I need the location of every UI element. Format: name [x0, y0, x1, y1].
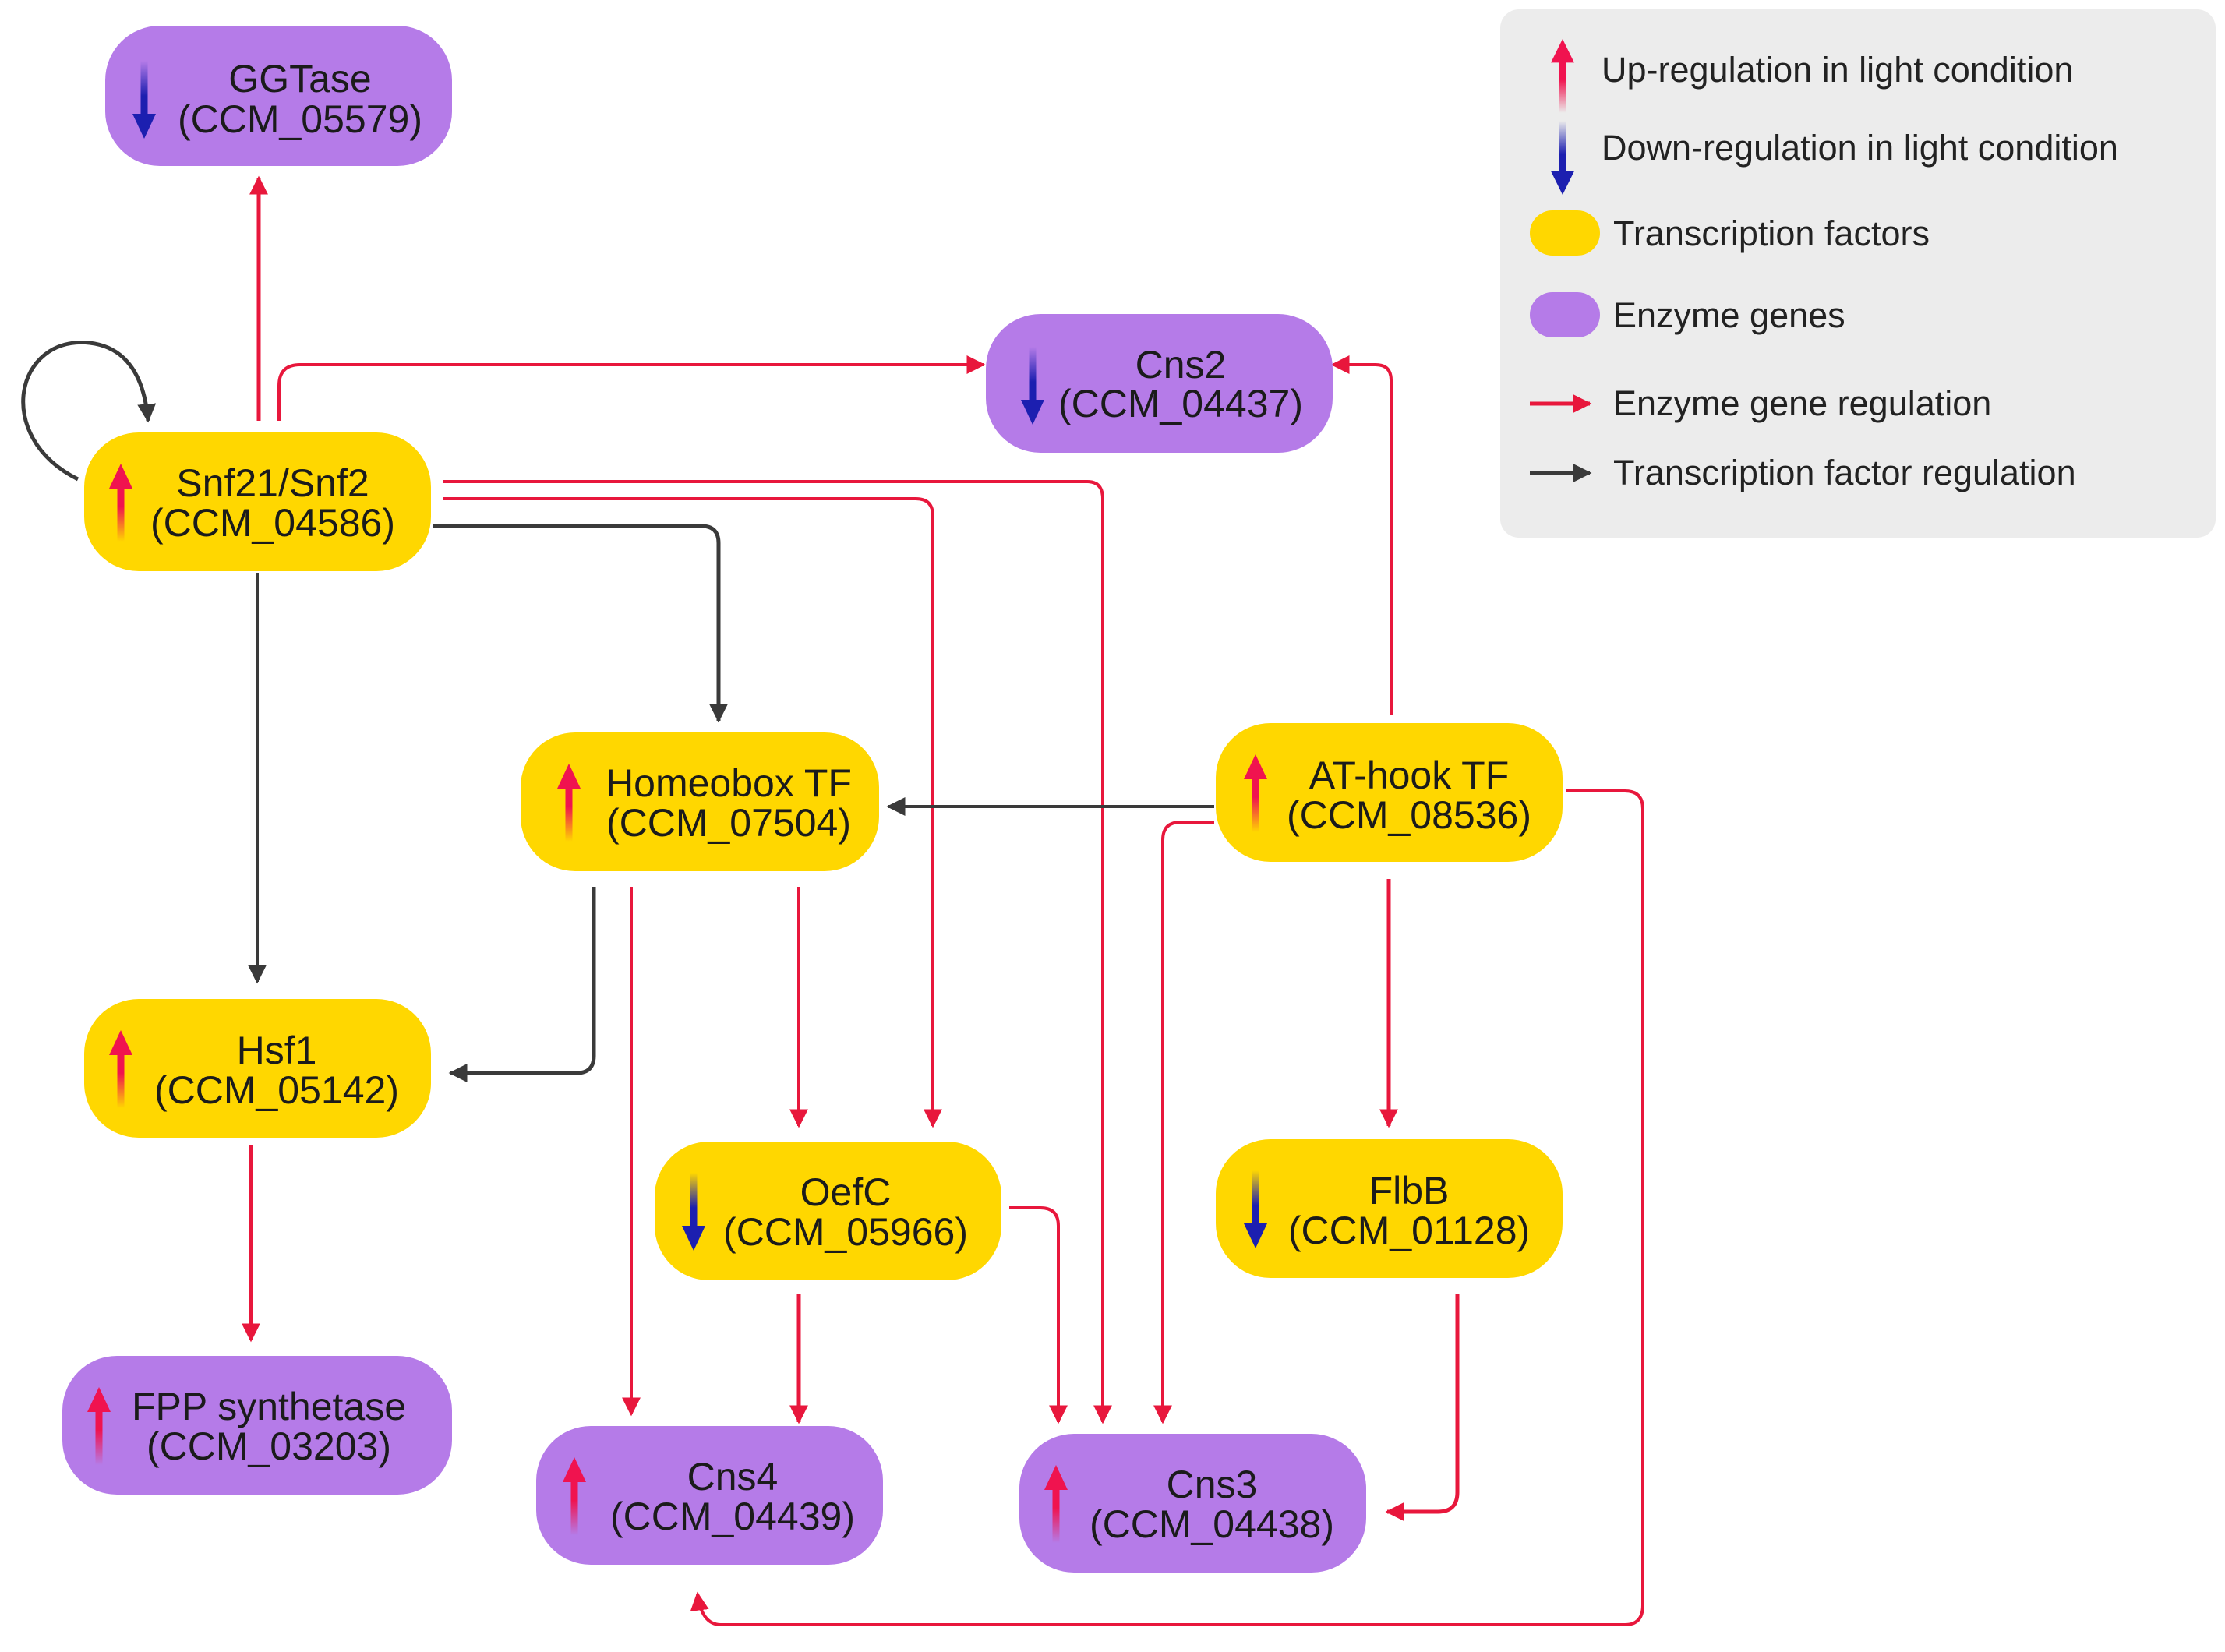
- node-name: Cns2: [1135, 343, 1227, 387]
- edge-snf21-to-homeobox: [433, 524, 728, 723]
- node-id: (CCM_08536): [1287, 793, 1531, 837]
- node-cns4[interactable]: Cns4 (CCM_04439): [536, 1426, 883, 1565]
- node-name: Cns4: [687, 1455, 779, 1498]
- edge-homeobox-to-hsf1: [448, 887, 596, 1082]
- edge-athook-to-cns4: [690, 789, 1644, 1626]
- node-cns3[interactable]: Cns3 (CCM_04438): [1019, 1434, 1366, 1573]
- node-shape: [986, 314, 1333, 453]
- edge-snf21-to-oefc: [443, 497, 942, 1128]
- edge-oefc-to-cns3: [1009, 1206, 1068, 1424]
- regulation-arrow-down-icon: [1244, 1170, 1267, 1248]
- regulation-arrow-down-icon: [1021, 347, 1044, 425]
- edge-athook-to-cns3: [1153, 821, 1214, 1424]
- node-shape: [84, 999, 431, 1138]
- edge-flbb-to-cns3: [1385, 1294, 1460, 1521]
- node-name: Homeobox TF: [606, 761, 852, 805]
- node-id: (CCM_07504): [606, 801, 851, 845]
- node-shape: [62, 1356, 452, 1495]
- regulation-arrow-up-icon: [557, 764, 581, 842]
- legend-down-label: Down-regulation in light condition: [1602, 128, 2118, 168]
- regulation-arrow-up-icon: [1244, 754, 1267, 832]
- legend: Up-regulation in light condition Down-re…: [1500, 9, 2216, 538]
- node-name: FlbB: [1369, 1169, 1450, 1213]
- node-id: (CCM_04586): [150, 501, 395, 545]
- node-id: (CCM_05142): [154, 1068, 399, 1112]
- node-shape: [655, 1142, 1001, 1280]
- node-shape: [105, 26, 452, 166]
- legend-enzyme-label: Enzyme genes: [1613, 295, 1845, 335]
- node-shape: [521, 732, 879, 871]
- node-name: FPP synthetase: [132, 1385, 406, 1428]
- regulation-arrow-up-icon: [109, 464, 132, 542]
- node-name: OefC: [800, 1170, 892, 1214]
- node-cns2[interactable]: Cns2 (CCM_04437): [986, 314, 1333, 453]
- node-name: AT-hook TF: [1309, 754, 1510, 797]
- legend-tf-regulation-label: Transcription factor regulation: [1613, 453, 2076, 492]
- nodes-layer: GGTase (CCM_05579) Cns2 (CCM_04437) Snf2…: [62, 26, 1563, 1573]
- node-ggtase[interactable]: GGTase (CCM_05579): [105, 26, 452, 166]
- legend-enzyme-swatch: [1530, 292, 1600, 337]
- edge-snf21-self-loop: [21, 341, 157, 482]
- legend-up-arrow-icon: [1551, 39, 1574, 113]
- node-shape: [1216, 723, 1563, 862]
- regulation-arrow-up-icon: [1044, 1465, 1068, 1543]
- node-id: (CCM_05579): [178, 97, 422, 141]
- regulation-arrow-up-icon: [87, 1387, 111, 1465]
- node-shape: [84, 432, 431, 571]
- node-shape: [1216, 1139, 1563, 1278]
- node-athook[interactable]: AT-hook TF (CCM_08536): [1216, 723, 1563, 862]
- legend-enzyme-regulation-label: Enzyme gene regulation: [1613, 383, 1991, 423]
- edges-layer: [21, 175, 1644, 1626]
- node-id: (CCM_04437): [1058, 382, 1303, 425]
- regulation-arrow-down-icon: [132, 61, 156, 139]
- node-flbb[interactable]: FlbB (CCM_01128): [1216, 1139, 1563, 1278]
- legend-down-arrow-icon: [1551, 121, 1574, 195]
- edge-snf21-to-cns2: [277, 355, 986, 421]
- regulation-arrow-up-icon: [109, 1030, 132, 1108]
- node-name: Snf21/Snf2: [176, 461, 369, 505]
- node-name: GGTase: [228, 57, 371, 101]
- node-snf21[interactable]: Snf21/Snf2 (CCM_04586): [84, 432, 431, 571]
- node-name: Hsf1: [237, 1029, 317, 1072]
- legend-background: [1500, 9, 2216, 538]
- node-name: Cns3: [1167, 1463, 1258, 1506]
- legend-tf-swatch: [1530, 210, 1600, 256]
- legend-tf-label: Transcription factors: [1613, 214, 1930, 253]
- node-shape: [1019, 1434, 1366, 1573]
- legend-up-label: Up-regulation in light condition: [1602, 50, 2073, 90]
- node-fpp-synthetase[interactable]: FPP synthetase (CCM_03203): [62, 1356, 452, 1495]
- node-homeobox[interactable]: Homeobox TF (CCM_07504): [521, 732, 879, 871]
- node-id: (CCM_05966): [723, 1210, 968, 1254]
- edge-snf21-to-cns3: [443, 480, 1112, 1424]
- regulation-arrow-up-icon: [563, 1457, 586, 1535]
- regulation-arrow-down-icon: [682, 1173, 705, 1251]
- node-hsf1[interactable]: Hsf1 (CCM_05142): [84, 999, 431, 1138]
- node-id: (CCM_04438): [1090, 1502, 1334, 1546]
- node-id: (CCM_04439): [610, 1495, 855, 1538]
- node-id: (CCM_03203): [147, 1424, 391, 1468]
- node-id: (CCM_01128): [1288, 1209, 1530, 1252]
- node-shape: [536, 1426, 883, 1565]
- edge-athook-to-cns2: [1330, 355, 1393, 715]
- node-oefc[interactable]: OefC (CCM_05966): [655, 1142, 1001, 1280]
